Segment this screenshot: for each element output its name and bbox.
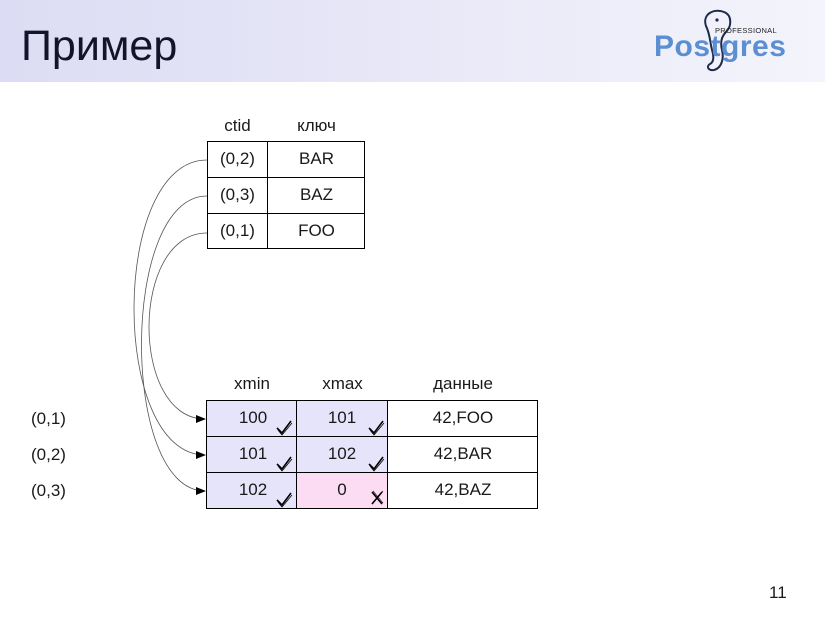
- index-row-key: BAR: [299, 149, 334, 168]
- check-icon: [368, 456, 385, 472]
- index-row-ctid: (0,2): [220, 149, 255, 168]
- cross-icon: [371, 490, 384, 505]
- index-row-key: BAZ: [299, 185, 334, 204]
- arrow-baz: [141, 195, 208, 495]
- index-header-key: ключ: [297, 116, 336, 135]
- heap-row-label: (0,3): [31, 481, 66, 500]
- arrow-bar: [133, 159, 208, 459]
- index-row-key: FOO: [298, 221, 335, 240]
- index-row-ctid: (0,3): [220, 185, 255, 204]
- logo-subtitle: PROFESSIONAL: [715, 26, 777, 35]
- postgres-professional-logo: Postgres PROFESSIONAL: [644, 6, 804, 76]
- check-icon: [368, 420, 385, 436]
- heap-header-xmax: xmax: [322, 374, 363, 393]
- heap-row-label: (0,1): [31, 409, 66, 428]
- heap-xmin-value: 100: [238, 408, 268, 427]
- heap-data-value: 42,BAZ: [434, 480, 492, 499]
- heap-row-label: (0,2): [31, 445, 66, 464]
- heap-xmin-value: 101: [238, 444, 268, 463]
- page-number: 11: [769, 583, 787, 602]
- heap-xmax-value: 102: [327, 444, 357, 463]
- check-icon: [276, 456, 293, 472]
- heap-header-xmin: xmin: [234, 374, 270, 393]
- elephant-icon: [704, 9, 732, 72]
- heap-data-value: 42,BAR: [433, 444, 493, 463]
- slide-title: Пример: [21, 22, 178, 70]
- check-icon: [276, 492, 293, 508]
- arrow-foo: [148, 232, 208, 423]
- slide-header: Пример Postgres PROFESSIONAL: [0, 0, 825, 82]
- index-header-ctid: ctid: [224, 116, 251, 135]
- logo-wordmark: Postgres: [654, 30, 787, 63]
- heap-xmin-value: 102: [238, 480, 268, 499]
- index-row-ctid: (0,1): [220, 221, 255, 240]
- heap-xmax-value: 0: [337, 480, 347, 499]
- check-icon: [276, 420, 293, 436]
- heap-header-data: данные: [433, 374, 493, 393]
- heap-data-value: 42,FOO: [432, 408, 494, 427]
- heap-xmax-value: 101: [327, 408, 357, 427]
